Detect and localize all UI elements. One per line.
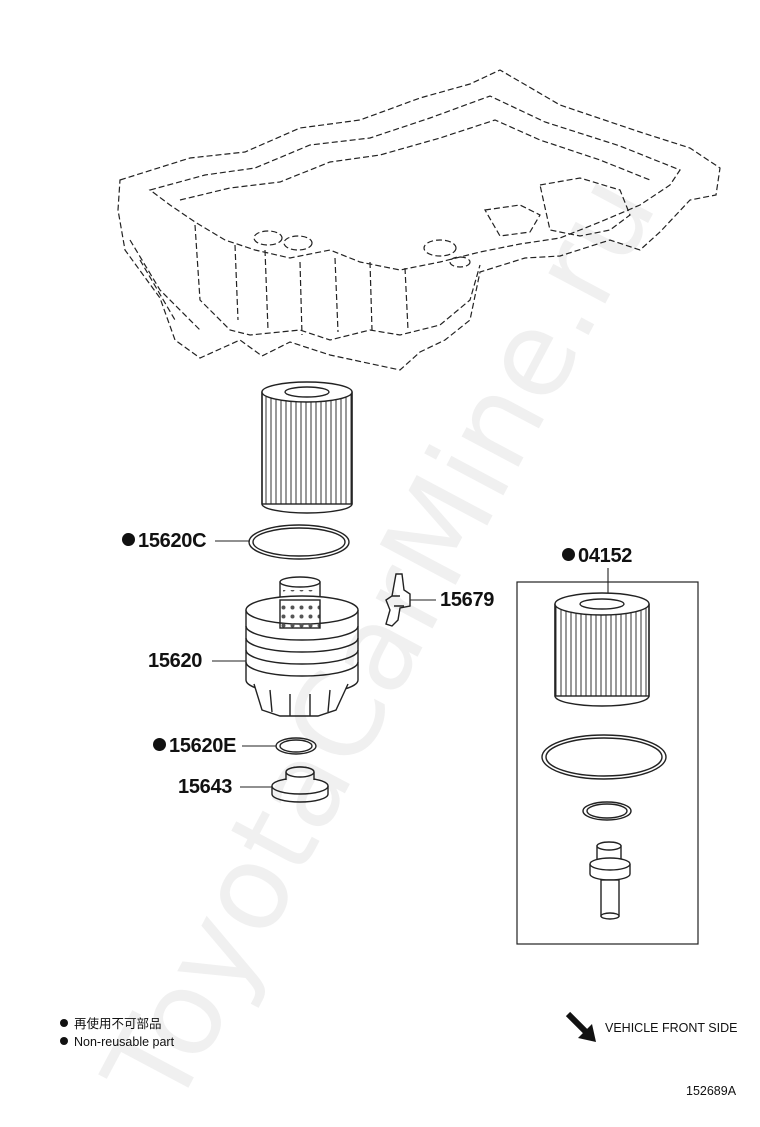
oil-filter-cap-icon — [245, 576, 359, 717]
part-label-15643[interactable]: 15643 — [178, 777, 232, 797]
oil-pan-outline — [117, 69, 721, 371]
part-number: 04152 — [578, 545, 633, 567]
non-reusable-marker — [153, 738, 166, 751]
part-number: 15643 — [178, 776, 233, 798]
part-label-15620e[interactable]: 15620E — [153, 736, 236, 756]
non-reusable-marker — [562, 548, 575, 561]
kit-drain-fitting-icon — [589, 841, 631, 920]
part-number: 15620C — [138, 530, 207, 552]
non-reusable-marker — [122, 533, 135, 546]
kit-small-o-ring-icon — [582, 801, 632, 821]
direction-label: VEHICLE FRONT SIDE — [605, 1021, 738, 1035]
clip-15679-icon — [385, 573, 411, 627]
kit-04152-box — [516, 581, 699, 945]
part-label-15620c[interactable]: 15620C — [122, 530, 207, 552]
oil-filter-element-icon — [261, 381, 353, 514]
part-number: 15679 — [440, 589, 495, 611]
kit-filter-element-icon — [554, 592, 650, 707]
drain-plug-icon — [271, 766, 329, 803]
o-ring-15620e-icon — [275, 737, 317, 755]
part-number: 15620E — [169, 735, 237, 757]
vehicle-front-arrow-icon — [565, 1011, 596, 1042]
legend-text: Non-reusable part — [74, 1035, 175, 1049]
legend-line-chinese: 再使用不可部品 — [60, 1016, 162, 1031]
part-number: 15620 — [148, 650, 203, 672]
legend-line-english: Non-reusable part — [60, 1036, 174, 1049]
o-ring-15620c-icon — [248, 524, 350, 560]
figure-id: 152689A — [686, 1084, 737, 1098]
legend-text: 再使用不可部品 — [74, 1016, 162, 1031]
legend-dot — [60, 1037, 68, 1045]
legend-dot — [60, 1019, 68, 1027]
part-label-15679[interactable]: 15679 — [440, 590, 494, 610]
part-label-04152[interactable]: 04152 — [562, 546, 632, 566]
kit-large-o-ring-icon — [541, 734, 667, 780]
part-label-15620[interactable]: 15620 — [148, 651, 202, 671]
